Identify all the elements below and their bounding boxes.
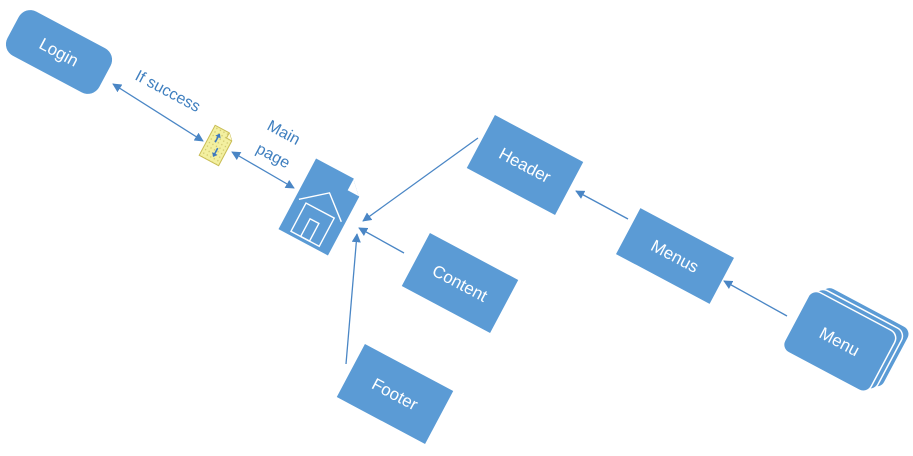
content-node[interactable]: Content: [401, 233, 519, 333]
transfer-to-main-page-connector: [231, 151, 295, 189]
login-to-transfer-connector: [112, 83, 204, 142]
menu-to-menus-connector: [723, 280, 788, 317]
header-to-main-page-connector: [362, 137, 479, 222]
menus-to-header-connector: [575, 190, 629, 220]
transfer-arrows-icon: [198, 124, 233, 167]
header-node[interactable]: Header: [466, 115, 584, 215]
main-page-node[interactable]: [278, 158, 365, 256]
if-success-label: If success: [132, 68, 203, 116]
footer-node[interactable]: Footer: [336, 344, 454, 444]
login-node[interactable]: Login: [1, 6, 116, 99]
menus-node[interactable]: Menus: [615, 208, 735, 304]
connectors: [112, 83, 788, 365]
menu-node[interactable]: Menu: [780, 280, 912, 400]
footer-to-main-page-connector: [345, 233, 361, 365]
home-document-icon: [278, 158, 360, 256]
menu-stack-front: [782, 290, 897, 393]
content-to-main-page-connector: [358, 227, 405, 254]
